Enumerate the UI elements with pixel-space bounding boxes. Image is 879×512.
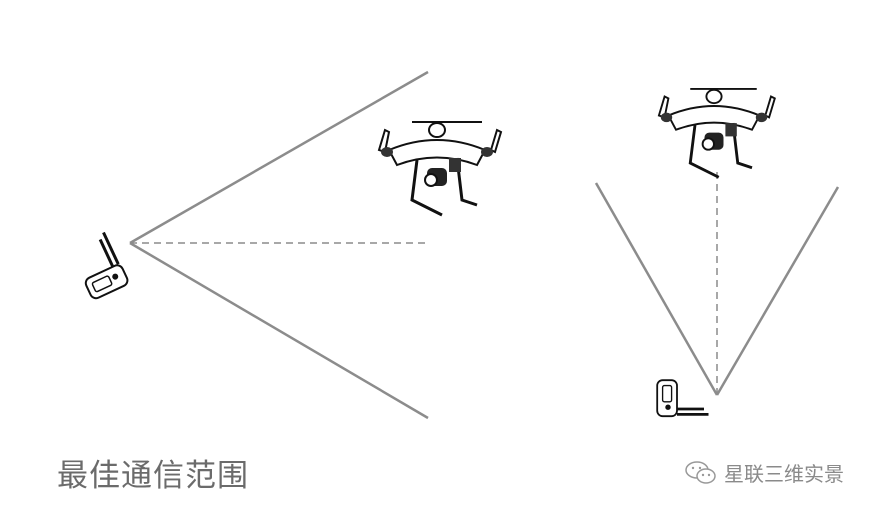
left-range-cone: [129, 70, 429, 420]
range-upper-line: [129, 70, 429, 245]
watermark-text: 星联三维实景: [724, 462, 844, 486]
right-range-cone: [594, 172, 840, 396]
range-lower-line: [129, 241, 429, 420]
diagram-caption: 最佳通信范围: [57, 458, 249, 494]
drone-icon: [377, 120, 503, 217]
drone-icon: [657, 87, 777, 179]
remote-controller-icon: [655, 378, 710, 418]
wechat-icon: [685, 460, 716, 484]
range-right-line: [715, 186, 840, 396]
watermark: 星联三维实景: [684, 458, 844, 487]
range-left-line: [594, 182, 719, 396]
remote-controller-icon: [67, 230, 131, 302]
